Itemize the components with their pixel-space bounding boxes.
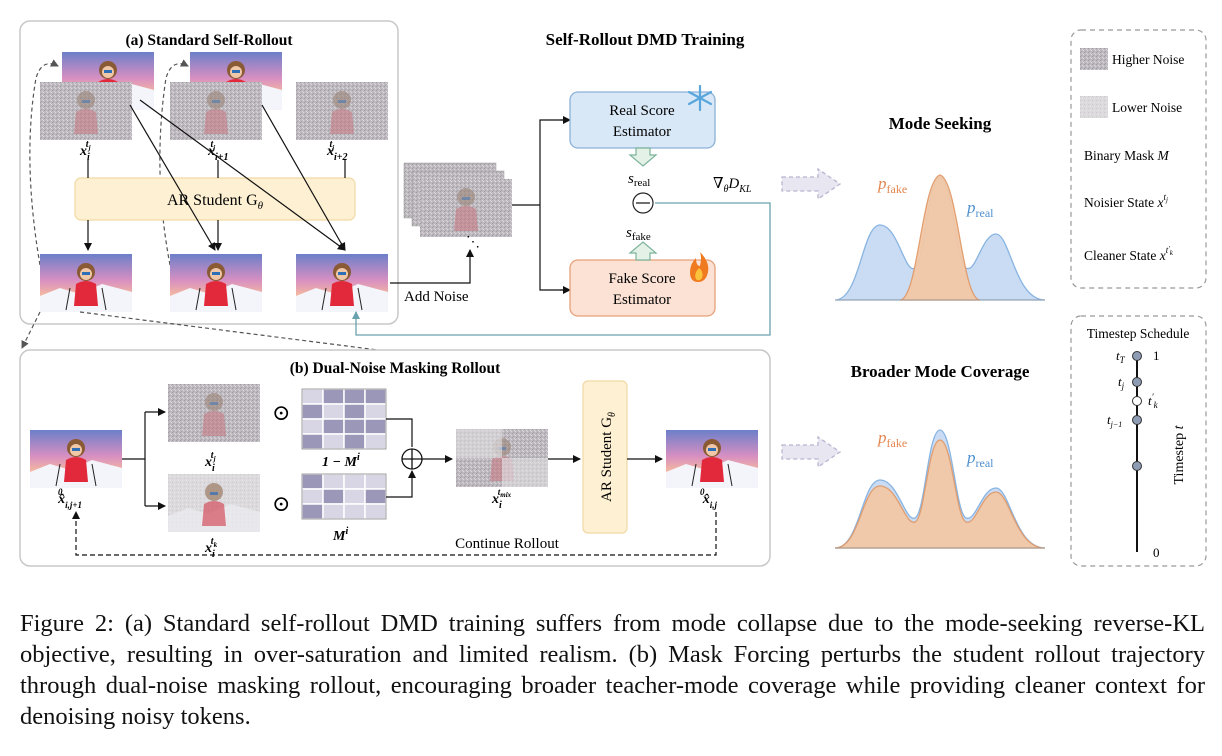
s-real-label: sreal	[628, 171, 650, 189]
input-clean-image	[29, 429, 123, 489]
add-noise-label: Add Noise	[404, 289, 469, 305]
continue-rollout-label: Continue Rollout	[455, 536, 560, 552]
timestep-markers	[1132, 351, 1142, 471]
mode-coverage-p-fake: pfake	[877, 428, 907, 450]
odot-top: ⊙	[272, 400, 290, 425]
noisier-image	[168, 384, 260, 442]
label-x-tj-i: xitj	[79, 139, 91, 163]
mode-coverage-title: Broader Mode Coverage	[851, 362, 1030, 381]
panel-b-box	[19, 349, 771, 567]
feedback-arrow-1	[29, 59, 59, 266]
timestep-one: 1	[1153, 348, 1160, 363]
diagram-canvas: (a) Standard Self-Rollout xitj xi+1tj xi…	[19, 20, 1207, 567]
to-mode-seeking-arrow	[781, 167, 842, 201]
timestep-box	[1070, 315, 1207, 567]
panel-b-title: (b) Dual-Noise Masking Rollout	[290, 360, 501, 377]
output-image-2	[169, 253, 263, 313]
noisier-label: xitj	[204, 450, 216, 474]
legend-lower-noise-swatch	[1080, 96, 1108, 118]
svg-text:⋱: ⋱	[466, 235, 480, 250]
legend-lower-noise: Lower Noise	[1112, 100, 1182, 115]
panel-link-right	[79, 311, 379, 351]
panel-b-branch	[122, 412, 146, 506]
mode-coverage-plot	[834, 429, 1046, 549]
panel-a-title: (a) Standard Self-Rollout	[125, 32, 293, 49]
legend-higher-noise: Higher Noise	[1112, 52, 1184, 67]
timestep-title: Timestep Schedule	[1087, 326, 1190, 341]
branch-lines	[512, 119, 570, 291]
fake-score-label-2: Estimator	[613, 292, 671, 308]
input-x-hat-label: x̂i,j+10	[57, 487, 82, 510]
output-image-3	[295, 253, 389, 313]
fire-icon	[690, 252, 709, 282]
timestep-t-j: tj	[1118, 374, 1125, 391]
to-coverage-arrow	[781, 435, 842, 469]
diagram-title: Self-Rollout DMD Training	[546, 30, 745, 49]
noisy-sample-stack: ⋱	[403, 162, 512, 250]
timestep-t-jm1: tj−1	[1107, 412, 1122, 429]
merge-lines	[386, 418, 412, 498]
gradient-label: ∇θDKL	[713, 176, 752, 195]
mode-coverage-p-real: preal	[966, 448, 994, 470]
ar-student-b-label: AR Student Gθ	[599, 412, 618, 502]
fake-score-label-1: Fake Score	[608, 271, 675, 287]
legend-box	[1070, 29, 1207, 289]
mixed-image	[456, 429, 548, 487]
rollout-image-3	[296, 82, 388, 140]
output-x-hat-label: x̂i,j0	[700, 487, 717, 510]
cleaner-image	[168, 474, 260, 532]
output-clean-image	[665, 429, 759, 489]
mode-seeking-title: Mode Seeking	[889, 114, 992, 133]
mask-one-minus-label: 1 − Mi	[322, 452, 360, 470]
real-score-label-2: Estimator	[613, 124, 671, 140]
legend-cleaner-state: Cleaner State xt′k	[1084, 245, 1174, 263]
fake-up-arrow	[628, 241, 658, 261]
ar-student-b-box	[582, 380, 628, 534]
real-down-arrow	[628, 147, 658, 167]
legend-noisier-state: Noisier State xtj	[1084, 192, 1168, 210]
s-fake-label: sfake	[626, 225, 651, 243]
legend-binary-mask: Binary Mask M	[1084, 148, 1170, 163]
timestep-t-k: t′k	[1148, 392, 1159, 410]
timestep-zero: 0	[1153, 545, 1160, 560]
real-score-label-1: Real Score	[609, 103, 675, 119]
add-noise-arrow	[390, 249, 474, 284]
svg-text:xitj: xitj	[79, 139, 91, 163]
odot-bottom: ⊙	[272, 491, 290, 516]
rollout-connections	[84, 99, 346, 251]
legend-higher-noise-swatch	[1080, 48, 1108, 70]
mask-m-label: Mi	[332, 526, 348, 544]
gradient-feedback-arrow	[352, 202, 771, 336]
mask-m	[301, 473, 387, 520]
timestep-t-top: tT	[1116, 348, 1126, 365]
mask-one-minus	[301, 388, 387, 450]
ar-student-box	[74, 177, 356, 221]
mode-seeking-p-fake: pfake	[877, 174, 907, 196]
mode-seeking-p-real: preal	[966, 198, 994, 220]
timestep-axis-label: Timestep t	[1172, 424, 1187, 484]
mode-seeking-plot	[834, 174, 1046, 301]
ar-student-label: AR Student Gθ	[167, 192, 264, 212]
continue-rollout-arrow	[72, 511, 717, 556]
output-image-1	[39, 253, 133, 313]
snowflake-icon	[687, 84, 713, 112]
figure-caption: Figure 2: (a) Standard self-rollout DMD …	[20, 610, 1205, 730]
